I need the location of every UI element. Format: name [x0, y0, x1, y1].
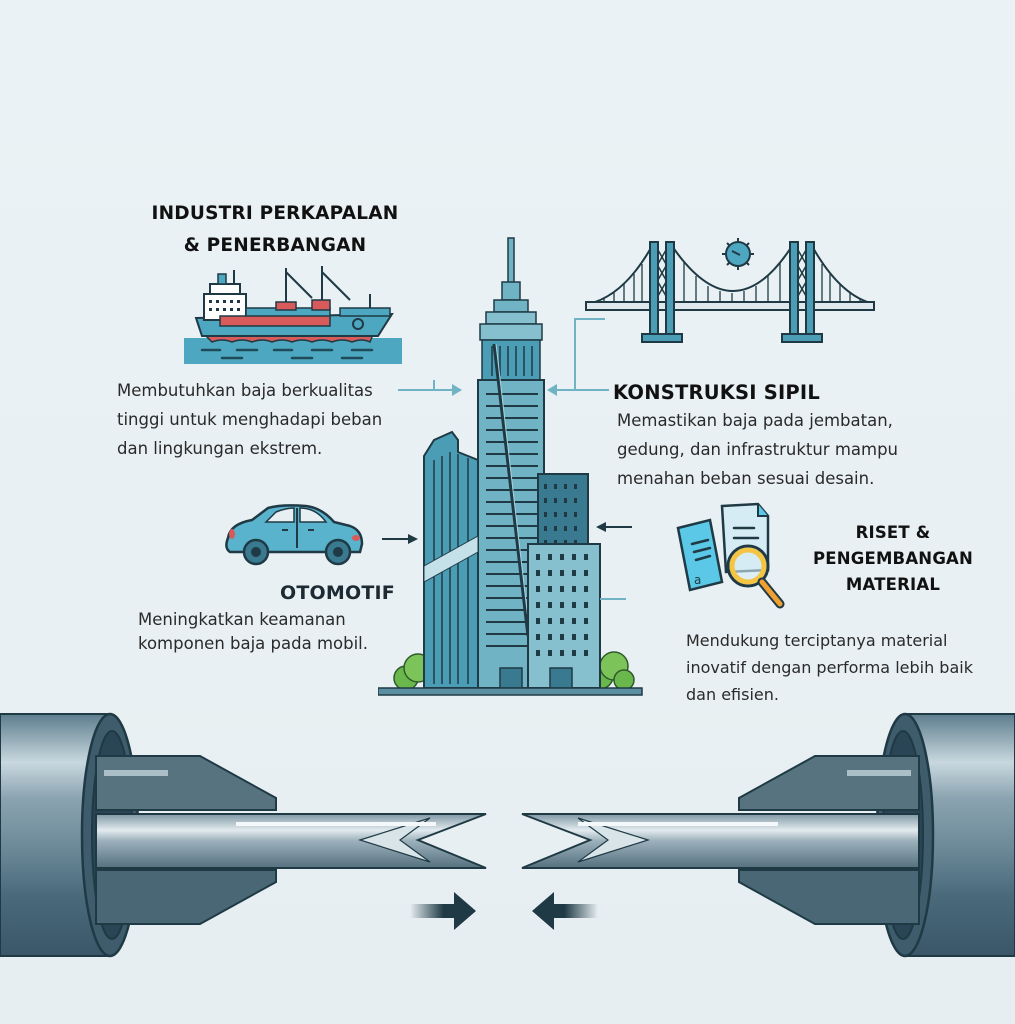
research-connector-arrow	[594, 520, 634, 534]
suspension-bridge-icon	[584, 236, 876, 346]
shipping-connector-arrow	[398, 376, 464, 400]
research-desc-line2: inovatif dengan performa lebih baik	[686, 658, 973, 677]
shipping-desc-line2: tinggi untuk menghadapi beban	[117, 410, 383, 429]
civil-desc-line2: gedung, dan infrastruktur mampu	[617, 440, 899, 459]
civil-desc-line1: Memastikan baja pada jembatan,	[617, 411, 893, 430]
shipping-desc-line1: Membutuhkan baja berkualitas	[117, 381, 373, 400]
research-desc-line1: Mendukung terciptanya material	[686, 631, 948, 650]
skyscraper-buildings-icon	[378, 236, 644, 698]
automotive-title: OTOMOTIF	[280, 582, 395, 604]
research-title: RISET & PENGEMBANGAN MATERIAL	[800, 520, 986, 598]
automotive-connector-arrow	[380, 532, 420, 546]
cargo-ship-icon	[182, 258, 407, 366]
automotive-description: Meningkatkan keamanan komponen baja pada…	[138, 608, 418, 656]
shipping-description: Membutuhkan baja berkualitas tinggi untu…	[117, 376, 437, 463]
shipping-title: INDUSTRI PERKAPALAN & PENERBANGAN	[100, 198, 450, 262]
civil-desc-line3: menahan beban sesuai desain.	[617, 469, 875, 488]
steel-specimen-grip-right-icon	[518, 710, 1015, 960]
research-description: Mendukung terciptanya material inovatif …	[686, 627, 1015, 708]
research-title-line1: RISET &	[855, 523, 931, 542]
arrow-right-icon	[408, 890, 478, 932]
documents-magnifier-icon: a	[670, 500, 792, 612]
civil-connector-arrow	[545, 316, 615, 400]
research-title-line3: MATERIAL	[845, 575, 941, 594]
shipping-title-line1: INDUSTRI PERKAPALAN	[151, 203, 399, 224]
automotive-desc-line1: Meningkatkan keamanan	[138, 610, 346, 629]
civil-description: Memastikan baja pada jembatan, gedung, d…	[617, 406, 957, 493]
research-title-line2: PENGEMBANGAN	[812, 549, 974, 568]
research-connector-line	[600, 598, 626, 600]
car-icon	[222, 502, 368, 566]
steel-specimen-grip-left-icon	[0, 710, 490, 960]
shipping-desc-line3: dan lingkungan ekstrem.	[117, 439, 323, 458]
civil-title: KONSTRUKSI SIPIL	[613, 381, 820, 404]
shipping-title-line2: & PENERBANGAN	[183, 235, 367, 256]
automotive-desc-line2: komponen baja pada mobil.	[138, 634, 369, 653]
research-desc-line3: dan efisien.	[686, 685, 779, 704]
svg-text:a: a	[694, 573, 701, 587]
arrow-left-icon	[530, 890, 600, 932]
